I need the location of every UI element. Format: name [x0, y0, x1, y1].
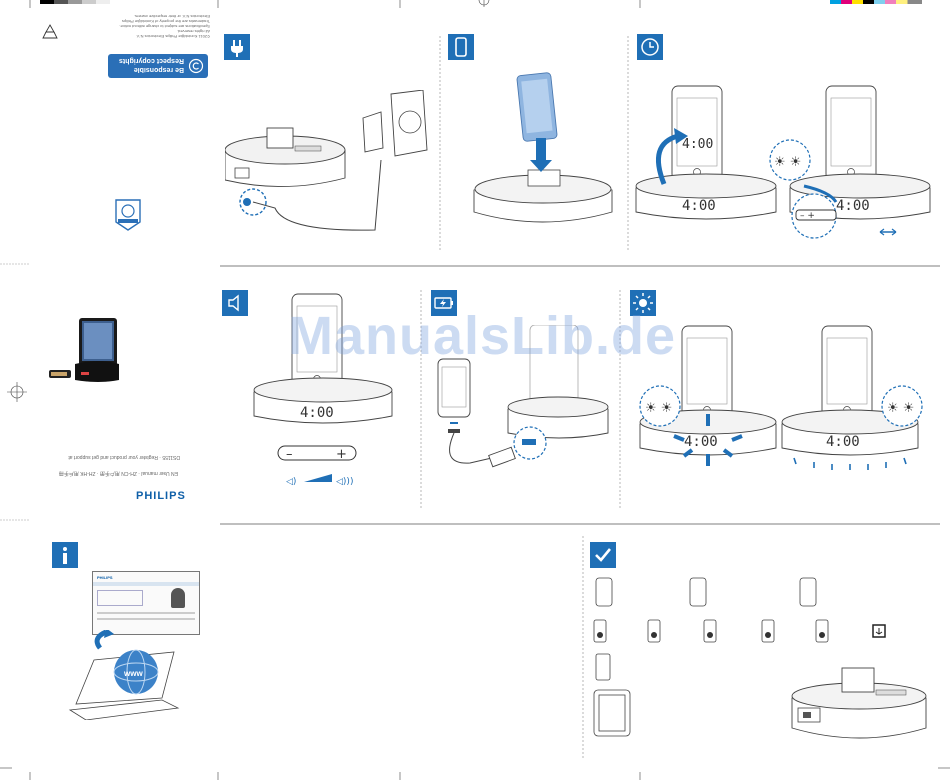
bright-left-display: 4:00	[684, 434, 718, 450]
volume-minus-button: –	[286, 447, 293, 462]
bright-right-display: 4:00	[826, 434, 860, 450]
responsibility-title: Be responsible	[133, 66, 184, 73]
clock-icon	[641, 38, 659, 56]
left-phone-clock: 4:00	[682, 137, 713, 152]
compatible-devices-grid	[593, 577, 886, 737]
dock-power-illustration	[225, 90, 428, 231]
left-dock-display: 4:00	[682, 198, 716, 214]
dock-bottom-illustration	[791, 667, 927, 739]
clock-badge	[637, 34, 663, 60]
info-badge	[52, 542, 78, 568]
brightness-badge	[630, 290, 656, 316]
sun-icon: ☀ ☀	[774, 155, 801, 170]
sidebar-model-text: DS1155 · Register your product and get s…	[68, 454, 180, 460]
dock-clock-set-illustration: 4:00 4:00 4:00 ☀ ☀ – +	[635, 85, 931, 239]
svg-text:www: www	[123, 669, 143, 678]
ipad-dock-photo	[45, 318, 125, 401]
dock-volume-illustration: 4:00 – + ◁) ◁)))	[253, 293, 393, 487]
volume-badge	[222, 290, 248, 316]
usb-charge-illustration	[437, 325, 609, 468]
volume-high-icon: ◁)))	[336, 477, 353, 487]
dock-phone-insert-illustration	[473, 72, 613, 223]
volume-dock-display: 4:00	[300, 405, 334, 421]
responsibility-badge: Be responsible Respect copyrights	[108, 54, 208, 78]
compatibility-badge	[590, 542, 616, 568]
battery-icon	[434, 297, 453, 309]
right-dock-display: 4:00	[836, 198, 870, 214]
power-plug-icon	[231, 40, 243, 57]
philips-logo: PHILIPS	[136, 490, 186, 502]
laptop-globe-illustration: www	[68, 630, 180, 720]
legal-text-block: ©2011 Koninklijke Philips Electronics N.…	[119, 14, 210, 39]
copyright-icon	[188, 58, 204, 74]
responsibility-subtitle: Respect copyrights	[119, 57, 184, 64]
charge-badge	[431, 290, 457, 316]
checkmark-icon	[595, 548, 612, 562]
power-badge	[224, 34, 250, 60]
bright-right-sun-icon: ☀ ☀	[887, 401, 914, 416]
svg-text:– +: – +	[800, 211, 815, 221]
info-icon	[63, 547, 67, 564]
phone-badge	[448, 34, 474, 60]
recycle-icon	[40, 22, 60, 47]
print-colorbar-right	[830, 0, 922, 4]
website-screenshot: PHILIPS	[92, 571, 200, 635]
phone-icon	[455, 37, 467, 57]
volume-plus-button: +	[336, 447, 347, 462]
dock-brightness-illustration: 4:00 ☀ ☀ 4:00 ☀ ☀	[639, 325, 923, 470]
volume-low-icon: ◁)	[286, 477, 296, 487]
bright-left-sun-icon: ☀ ☀	[645, 401, 672, 416]
certification-seal	[114, 198, 142, 237]
sun-badge-icon	[633, 293, 653, 313]
speaker-icon	[228, 294, 239, 312]
print-colorbar-left	[40, 0, 110, 4]
watermark-text: ManualsLib.de	[288, 306, 677, 366]
sidebar-languages: EN User manual · ZH-CN 用户手册 · ZH-HK 用戶手冊	[58, 470, 178, 476]
